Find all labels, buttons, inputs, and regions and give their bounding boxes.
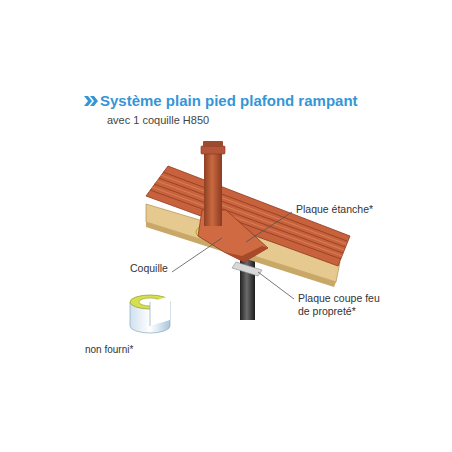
fire-plate [232, 262, 262, 276]
footnote: non fourni* [85, 344, 133, 356]
part-label: Plaque coupe feu de propreté* [298, 292, 388, 317]
diagram-title: Système plain pied plafond rampant [100, 92, 358, 110]
chimney-hat [203, 141, 223, 147]
part-label: Plaque étanche* [296, 203, 373, 216]
title-chevron [84, 96, 98, 106]
coquille-icon [130, 295, 170, 333]
subtitle: avec 1 coquille H850 [107, 114, 209, 127]
plate-shadow [224, 246, 268, 262]
roof-tiles [146, 166, 350, 266]
chimney-pipe [204, 150, 222, 226]
part-label: Coquille [130, 262, 168, 275]
leader-lines [172, 212, 294, 299]
chimney-cap [201, 146, 225, 154]
